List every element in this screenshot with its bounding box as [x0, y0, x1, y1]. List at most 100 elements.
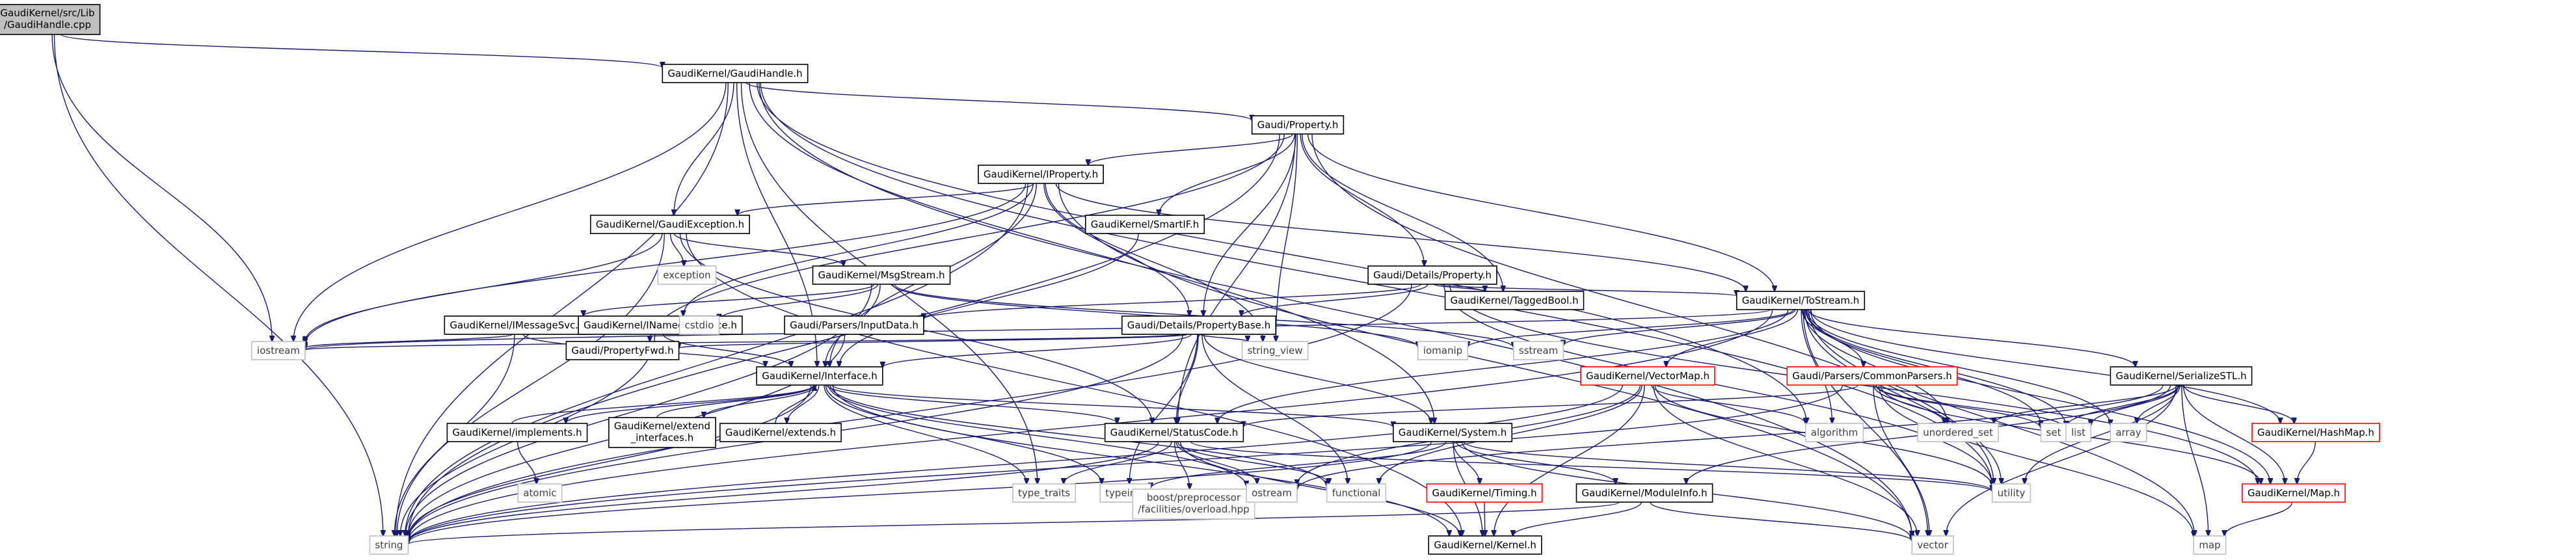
edge-interface-to-statuscode	[826, 384, 1117, 423]
edge-gaudihandle-to-system	[749, 82, 1434, 423]
edge-moduleinfo-to-kernel	[1513, 501, 1642, 536]
node-box-exception	[657, 265, 717, 285]
edge-serializestl-to-ostream	[1297, 384, 2164, 490]
edge-serializestl-to-array	[2137, 384, 2181, 423]
node-interface[interactable]: GaudiKernel/Interface.h	[756, 366, 883, 386]
node-label-root-1: /GaudiHandle.cpp	[4, 19, 91, 31]
node-label-gaudiexception-0: GaudiKernel/GaudiException.h	[596, 219, 744, 230]
edge-interface-to-extend_interfaces	[704, 384, 817, 418]
edge-hashmap-to-gkmap	[2297, 441, 2316, 484]
node-root[interactable]: GaudiKernel/src/Lib/GaudiHandle.cpp	[0, 4, 101, 35]
node-box-imessagesvc	[444, 315, 591, 335]
node-tostream[interactable]: GaudiKernel/ToStream.h	[1736, 291, 1866, 310]
node-box-iostream	[251, 341, 306, 360]
edge-iproperty-to-tostream	[1055, 183, 1745, 291]
node-moduleinfo[interactable]: GaudiKernel/ModuleInfo.h	[1576, 483, 1713, 503]
node-smartif[interactable]: GaudiKernel/SmartIF.h	[1084, 215, 1205, 234]
node-label-implements-0: GaudiKernel/implements.h	[452, 427, 582, 438]
node-box-string_view	[1241, 341, 1309, 360]
node-label-tostream-0: GaudiKernel/ToStream.h	[1742, 295, 1860, 306]
node-label-msgstream-0: GaudiKernel/MsgStream.h	[818, 269, 945, 281]
edge-iproperty-to-gaudiexception	[738, 183, 1034, 215]
node-vectormap[interactable]: GaudiKernel/VectorMap.h	[1580, 366, 1715, 386]
node-property[interactable]: Gaudi/Property.h	[1251, 115, 1345, 135]
node-box-atomic	[517, 483, 563, 503]
node-label-vectormap-0: GaudiKernel/VectorMap.h	[1586, 370, 1710, 382]
node-sstream: sstream	[1513, 341, 1564, 360]
node-label-statuscode-0: GaudiKernel/StatusCode.h	[1110, 427, 1239, 438]
edge-gaudiexception-to-exception	[669, 233, 684, 266]
node-box-sstream	[1513, 341, 1564, 360]
edge-inamedinterface-to-interface	[663, 334, 791, 367]
edge-commonparsers-to-statuscode	[1243, 384, 1859, 427]
edge-tostream-to-string	[409, 309, 1773, 542]
node-label-sstream-0: sstream	[1519, 345, 1558, 356]
node-label-smartif-0: GaudiKernel/SmartIF.h	[1091, 219, 1199, 230]
edge-tostream-to-gkmap	[1810, 309, 2270, 484]
edge-commonparsers-to-unordered_set	[1873, 384, 1944, 423]
node-vector: vector	[1911, 535, 1954, 555]
node-label-moduleinfo-0: GaudiKernel/ModuleInfo.h	[1581, 487, 1707, 499]
node-extend_interfaces[interactable]: GaudiKernel/extend_interfaces.h	[608, 417, 716, 448]
node-hashmap[interactable]: GaudiKernel/HashMap.h	[2251, 423, 2380, 442]
node-label-hashmap-0: GaudiKernel/HashMap.h	[2257, 427, 2374, 438]
edge-property-to-taggedbool	[1301, 133, 1503, 291]
edge-property-to-string	[409, 133, 1280, 536]
edge-commonparsers-to-string	[409, 384, 1844, 543]
node-label-algorithm-0: algorithm	[1811, 427, 1858, 438]
edge-vectormap-to-kernel	[1494, 384, 1645, 536]
node-taggedbool[interactable]: GaudiKernel/TaggedBool.h	[1444, 291, 1585, 310]
node-box-detailsproperty	[1367, 265, 1497, 285]
edge-msgstream-to-cstdio	[719, 284, 879, 320]
node-label-iproperty-0: GaudiKernel/IProperty.h	[984, 168, 1098, 180]
node-label-atomic-0: atomic	[523, 487, 556, 499]
edge-propertybase-to-interface	[883, 334, 1192, 367]
edge-system-to-utility	[1463, 441, 1992, 491]
edge-iproperty-to-vector	[1058, 183, 1912, 537]
edge-iproperty-to-iostream	[305, 183, 1026, 345]
node-label-timing-0: GaudiKernel/Timing.h	[1432, 487, 1536, 499]
node-statuscode[interactable]: GaudiKernel/StatusCode.h	[1104, 423, 1244, 442]
node-atomic: atomic	[517, 483, 563, 503]
node-extends[interactable]: GaudiKernel/extends.h	[719, 423, 842, 442]
node-serializestl[interactable]: GaudiKernel/SerializeSTL.h	[2110, 366, 2253, 386]
edge-layer	[51, 34, 2316, 544]
node-msgstream[interactable]: GaudiKernel/MsgStream.h	[812, 265, 951, 285]
node-label-property-0: Gaudi/Property.h	[1257, 119, 1339, 131]
edge-detailsproperty-to-tostream	[1439, 284, 1736, 296]
node-propertyfwd[interactable]: Gaudi/PropertyFwd.h	[565, 341, 680, 360]
edge-propertybase-to-statuscode	[1176, 334, 1199, 423]
node-box-cstdio	[678, 315, 720, 335]
node-system[interactable]: GaudiKernel/System.h	[1392, 423, 1513, 442]
node-set: set	[2040, 423, 2067, 442]
node-iproperty[interactable]: GaudiKernel/IProperty.h	[978, 165, 1104, 184]
node-box-extend_interfaces	[608, 417, 716, 448]
edge-tostream-to-vector	[1803, 309, 1927, 536]
node-detailsproperty[interactable]: Gaudi/Details/Property.h	[1367, 265, 1497, 285]
node-implements[interactable]: GaudiKernel/implements.h	[446, 423, 588, 442]
edge-system-to-typeinfo	[1151, 441, 1447, 488]
node-gaudiexception[interactable]: GaudiKernel/GaudiException.h	[590, 215, 750, 234]
node-commonparsers[interactable]: Gaudi/Parsers/CommonParsers.h	[1786, 366, 1958, 386]
node-box-commonparsers	[1786, 366, 1958, 386]
node-imessagesvc[interactable]: GaudiKernel/IMessageSvc.h	[444, 315, 591, 335]
edge-statuscode-to-ostream	[1175, 441, 1257, 484]
edge-propertybase-to-system	[1203, 334, 1431, 423]
node-list: list	[2065, 423, 2091, 442]
edge-statuscode-to-type_traits	[1064, 441, 1172, 484]
edge-property-to-string_view	[1276, 133, 1298, 341]
edge-statuscode-to-boostpp	[1174, 441, 1190, 489]
node-gkmap[interactable]: GaudiKernel/Map.h	[2242, 483, 2346, 503]
node-gaudihandle[interactable]: GaudiKernel/GaudiHandle.h	[662, 64, 809, 83]
node-inputdata[interactable]: Gaudi/Parsers/InputData.h	[784, 315, 924, 335]
edge-gaudiexception-to-iostream	[305, 233, 663, 342]
node-kernel[interactable]: GaudiKernel/Kernel.h	[1428, 535, 1542, 555]
edge-system-to-moduleinfo	[1456, 441, 1616, 484]
edge-property-to-smartif	[1159, 133, 1295, 215]
node-iomanip: iomanip	[1417, 341, 1468, 360]
node-timing[interactable]: GaudiKernel/Timing.h	[1426, 483, 1543, 503]
edge-serializestl-to-hashmap	[2183, 384, 2294, 423]
node-propertybase[interactable]: Gaudi/Details/PropertyBase.h	[1121, 315, 1277, 335]
edge-serializestl-to-gkmap	[2182, 384, 2285, 484]
